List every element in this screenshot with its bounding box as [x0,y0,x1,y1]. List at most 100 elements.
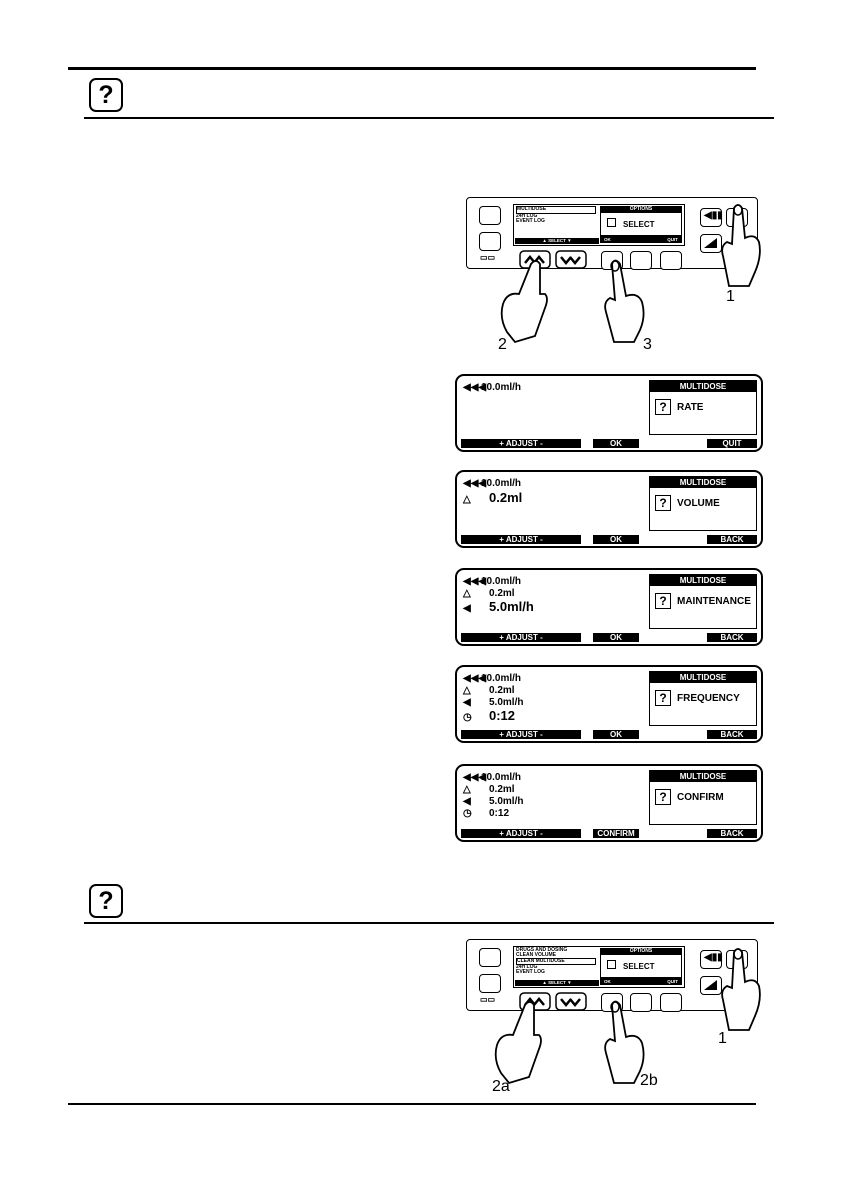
section-rule [84,117,774,119]
softkey-2[interactable] [630,993,652,1012]
bottom-rule [68,1103,756,1105]
options-select: SELECT [623,220,655,229]
multidose-panel: MULTIDOSE ? CONFIRM [649,770,757,825]
menu-item: MULTIDOSE [516,206,596,214]
bolus-button[interactable] [700,208,722,227]
callout-label: 1 [726,288,735,305]
options-ok: OK [604,979,611,984]
options-panel: OPTIONS SELECT OK QUIT [600,206,682,243]
adjust-softkey: + ADJUST - [461,829,581,838]
panel-label: RATE [677,402,704,413]
softkey-3[interactable] [660,251,682,270]
multidose-panel: MULTIDOSE ? RATE [649,380,757,435]
back-softkey: BACK [707,535,757,544]
ok-softkey: OK [593,535,639,544]
ok-softkey: OK [593,730,639,739]
lcd-screen-maintenance: ◀◀◀10.0ml/h △0.2ml ◀5.0ml/h MULTIDOSE ? … [455,568,763,646]
rate-readout: ◀◀◀10.0ml/h [463,772,522,783]
battery-button[interactable] [479,974,501,993]
panel-label: VOLUME [677,498,720,509]
enter-icon [607,960,616,969]
help-icon: ? [89,884,123,918]
top-rule [68,67,756,70]
power-button[interactable] [479,206,501,225]
help-icon: ? [655,495,671,511]
callout-label: 1 [718,1030,727,1047]
panel-label: MAINTENANCE [677,596,751,607]
menu-item: 24H LOG [516,964,538,970]
power-button[interactable] [479,948,501,967]
pump-device: ▭▭ MULTIDOSE 24H LOG EVENT LOG ▲ SELECT … [466,197,758,270]
battery-icon: ▭▭ [480,253,496,262]
hand-icon [604,1000,645,1084]
menu-list: MULTIDOSE 24H LOG EVENT LOG [516,206,596,225]
lcd-screen-confirm: ◀◀◀10.0ml/h △0.2ml ◀5.0ml/h ◷0:12 MULTID… [455,764,763,842]
menu-item: EVENT LOG [516,218,545,225]
quit-softkey: QUIT [707,439,757,448]
hand-icon [494,1001,542,1085]
options-title: OPTIONS [629,948,653,954]
down-arrow-button[interactable] [555,250,589,270]
contrast-icon [704,238,717,248]
adjust-softkey: + ADJUST - [461,439,581,448]
hand-icon [721,204,761,287]
adjust-softkey: + ADJUST - [461,730,581,739]
options-quit: QUIT [667,237,678,242]
select-bar: ▲ SELECT ▼ [515,238,599,244]
help-icon: ? [89,78,123,112]
menu-item: CLEAN VOLUME [516,952,556,958]
hand-icon [604,259,645,343]
panel-title: MULTIDOSE [650,771,756,782]
back-softkey: BACK [707,633,757,642]
enter-icon [607,218,616,227]
bolus-button[interactable] [700,950,722,969]
volume-readout: △0.2ml [463,784,515,795]
callout-label: 2a [492,1078,510,1095]
options-title: OPTIONS [629,206,653,212]
panel-title: MULTIDOSE [650,477,756,488]
maintenance-readout: ◀5.0ml/h [463,697,524,708]
battery-button[interactable] [479,232,501,251]
rate-readout: ◀◀◀10.0ml/h [463,478,522,489]
panel-title: MULTIDOSE [650,672,756,683]
back-softkey: BACK [707,829,757,838]
contrast-icon [704,980,717,990]
callout-label: 2 [498,336,507,353]
softkey-2[interactable] [630,251,652,270]
options-quit: QUIT [667,979,678,984]
hand-icon [721,948,761,1031]
rate-readout: ◀◀◀10.0ml/h [463,382,522,393]
callout-label: 3 [643,336,652,353]
rate-readout: ◀◀◀10.0ml/h [463,673,522,684]
ok-softkey: OK [593,439,639,448]
options-panel: OPTIONS SELECT OK QUIT [600,948,682,985]
pump-device: ▭▭ DRUGS AND DOSING CLEAN VOLUME CLEAN M… [466,939,758,1012]
menu-item: 24H LOG [516,212,538,219]
frequency-readout: ◷0:12 [463,708,516,723]
volume-readout: △0.2ml [463,685,515,696]
adjust-softkey: + ADJUST - [461,633,581,642]
multidose-panel: MULTIDOSE ? FREQUENCY [649,671,757,726]
panel-title: MULTIDOSE [650,381,756,392]
back-softkey: BACK [707,730,757,739]
multidose-panel: MULTIDOSE ? VOLUME [649,476,757,531]
hand-icon [500,260,548,344]
confirm-softkey: CONFIRM [593,829,639,838]
lcd-screen-volume: ◀◀◀10.0ml/h △0.2ml MULTIDOSE ? VOLUME + … [455,470,763,548]
maintenance-readout: ◀5.0ml/h [463,796,524,807]
help-icon: ? [655,593,671,609]
menu-list: DRUGS AND DOSING CLEAN VOLUME CLEAN MULT… [516,948,596,975]
down-arrow-button[interactable] [555,992,589,1012]
battery-icon: ▭▭ [480,995,496,1004]
softkey-3[interactable] [660,993,682,1012]
section-rule [84,922,774,924]
panel-label: CONFIRM [677,792,724,803]
mini-display: DRUGS AND DOSING CLEAN VOLUME CLEAN MULT… [513,946,685,988]
lcd-screen-rate: ◀◀◀10.0ml/h MULTIDOSE ? RATE + ADJUST - … [455,374,763,452]
frequency-readout: ◷0:12 [463,808,510,819]
options-select: SELECT [623,962,655,971]
menu-item: EVENT LOG [516,969,545,975]
rate-readout: ◀◀◀10.0ml/h [463,576,522,587]
maintenance-readout: ◀5.0ml/h [463,599,534,614]
mini-display: MULTIDOSE 24H LOG EVENT LOG ▲ SELECT ▼ O… [513,204,685,246]
